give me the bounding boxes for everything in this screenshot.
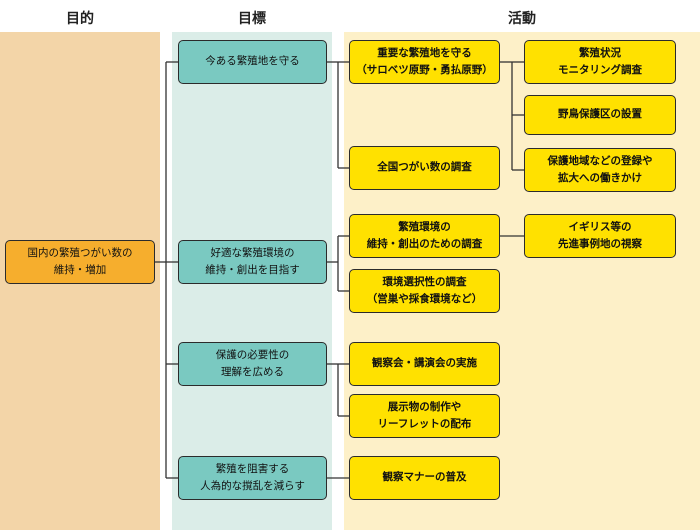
activity-box: 全国つがい数の調査 <box>349 146 500 190</box>
goal-box: 繁殖を阻害する 人為的な撹乱を減らす <box>178 456 327 500</box>
goal-box: 好適な繁殖環境の 維持・創出を目指す <box>178 240 327 284</box>
activity-box: 展示物の制作や リーフレットの配布 <box>349 394 500 438</box>
purpose-box: 国内の繁殖つがい数の 維持・増加 <box>5 240 155 284</box>
goals-header: 目標 <box>238 11 266 27</box>
activity-box: 観察会・講演会の実施 <box>349 342 500 386</box>
subactivity-box: 繁殖状況 モニタリング調査 <box>524 40 676 84</box>
subactivity-box: イギリス等の 先進事例地の視察 <box>524 214 676 258</box>
purpose-header: 目的 <box>66 11 94 27</box>
activities-header: 活動 <box>508 11 536 27</box>
activity-box: 環境選択性の調査 （営巣や採食環境など） <box>349 269 500 313</box>
activity-box: 繁殖環境の 維持・創出のための調査 <box>349 214 500 258</box>
activity-box: 重要な繁殖地を守る （サロベツ原野・勇払原野） <box>349 40 500 84</box>
subactivity-box: 保護地域などの登録や 拡大への働きかけ <box>524 148 676 192</box>
goal-box: 今ある繁殖地を守る <box>178 40 327 84</box>
activity-box: 観察マナーの普及 <box>349 456 500 500</box>
subactivity-box: 野鳥保護区の設置 <box>524 95 676 135</box>
goal-box: 保護の必要性の 理解を広める <box>178 342 327 386</box>
